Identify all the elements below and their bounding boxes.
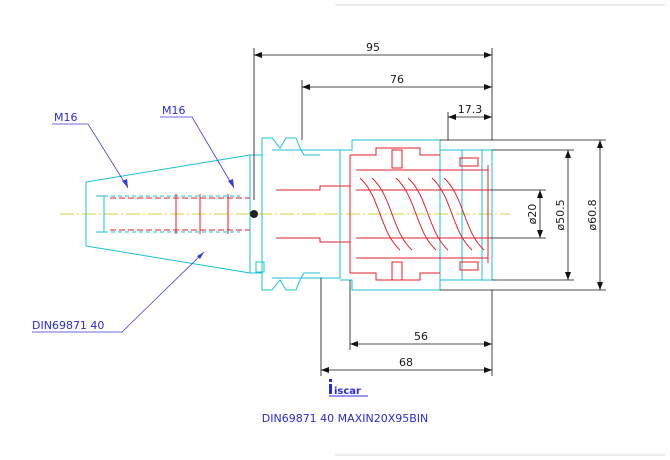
dim-bore-diameter: ø20 bbox=[526, 204, 539, 225]
dimensions bbox=[253, 48, 606, 376]
drive-hole-icon bbox=[250, 210, 258, 218]
callout-standard: DIN69871 40 bbox=[32, 319, 104, 332]
part-name: DIN69871 40 MAXIN20X95BIN bbox=[262, 412, 429, 425]
callout-thread-left: M16 bbox=[54, 111, 78, 124]
dim-projection-length: 68 bbox=[399, 356, 413, 369]
dim-clamp-length: 56 bbox=[414, 330, 428, 343]
iscar-logo: iscar bbox=[329, 379, 368, 397]
callout-leaders bbox=[32, 116, 235, 333]
callout-thread-right: M16 bbox=[162, 104, 186, 117]
dim-outer-diameter: ø60.8 bbox=[586, 199, 599, 230]
dim-collet-length: 76 bbox=[390, 73, 404, 86]
svg-text:iscar: iscar bbox=[334, 386, 361, 397]
dim-nut-width: 17.3 bbox=[458, 103, 483, 116]
dim-nut-diameter: ø50.5 bbox=[554, 199, 567, 230]
dim-overall-length: 95 bbox=[366, 41, 380, 54]
collet-assembly bbox=[110, 147, 490, 281]
